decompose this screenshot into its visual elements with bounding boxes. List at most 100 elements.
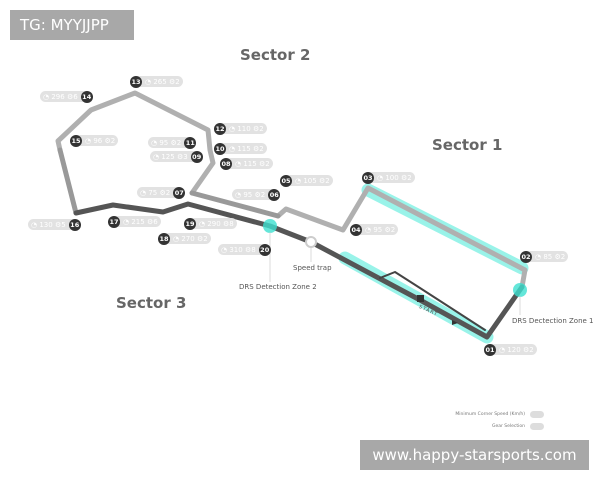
gear-icon: ⚙	[244, 245, 252, 254]
tag-label: TG: MYYJJPP	[10, 10, 134, 40]
speedometer-icon: ◔	[229, 144, 236, 153]
corner-12-label: 12◔ 110 ⚙2	[214, 122, 267, 135]
gear-icon: ⚙	[254, 190, 261, 199]
corner-17-label: 17◔ 215 ⚙6	[108, 215, 161, 228]
corner-speed: 120	[507, 345, 521, 354]
corner-gear: 6	[73, 92, 78, 101]
corner-number: 05	[280, 174, 292, 187]
speedometer-icon: ◔	[377, 173, 384, 182]
drs-zone-2-label: DRS Detection Zone 2	[239, 283, 317, 291]
sector-2-label: Sector 2	[240, 46, 311, 64]
corner-01-label: 01◔ 120 ⚙2	[484, 343, 537, 356]
sector-3-label: Sector 3	[116, 294, 187, 312]
corner-number: 18	[158, 232, 170, 245]
corner-number: 01	[484, 343, 496, 356]
gear-icon: ⚙	[252, 124, 260, 133]
corner-speed: 110	[237, 124, 251, 133]
speedometer-icon: ◔	[153, 152, 160, 161]
corner-gear: 8	[251, 245, 256, 254]
gear-icon: ⚙	[196, 234, 204, 243]
gear-icon: ⚙	[522, 345, 530, 354]
corner-02-label: 02◔ 85 ⚙2	[520, 250, 569, 263]
checkered-flag-icon	[417, 295, 424, 302]
corner-number: 20	[258, 243, 271, 256]
corner-03-label: 03◔ 100 ⚙2	[362, 171, 415, 184]
speedometer-icon: ◔	[199, 219, 206, 228]
corner-04-label: 04◔ 95 ⚙2	[350, 223, 399, 236]
corner-number: 06	[268, 188, 281, 201]
corner-speed: 310	[229, 245, 243, 254]
sector-1-label: Sector 1	[432, 136, 503, 154]
corner-gear: 3	[183, 152, 188, 161]
corner-number: 11	[184, 136, 197, 149]
corner-number: 19	[184, 217, 196, 230]
corner-number: 03	[362, 171, 374, 184]
corner-gear: 2	[407, 173, 412, 182]
speedometer-icon: ◔	[235, 159, 242, 168]
corner-gear: 2	[165, 188, 171, 197]
corner-speed: 95	[243, 190, 253, 199]
gear-icon: ⚙	[104, 136, 111, 145]
speedometer-icon: ◔	[173, 234, 180, 243]
speed-toggle[interactable]	[530, 411, 544, 418]
speedometer-icon: ◔	[499, 345, 506, 354]
corner-gear: 2	[529, 345, 534, 354]
corner-gear: 8	[229, 219, 234, 228]
corner-gear: 6	[153, 217, 158, 226]
corner-gear: 2	[259, 124, 264, 133]
corner-gear: 2	[560, 252, 566, 261]
corner-number: 04	[350, 223, 362, 236]
speedometer-icon: ◔	[365, 225, 372, 234]
corner-speed: 115	[243, 159, 257, 168]
corner-number: 08	[220, 157, 232, 170]
speedometer-icon: ◔	[295, 176, 302, 185]
corner-05-label: 05◔ 105 ⚙2	[280, 174, 333, 187]
gear-icon: ⚙	[170, 138, 177, 147]
gear-toggle[interactable]	[530, 423, 544, 430]
corner-speed: 215	[131, 217, 145, 226]
speedometer-icon: ◔	[151, 138, 158, 147]
corner-speed: 95	[373, 225, 383, 234]
corner-number: 14	[80, 90, 93, 103]
pit-lane	[379, 271, 486, 331]
gear-icon: ⚙	[252, 144, 260, 153]
gear-icon: ⚙	[384, 225, 391, 234]
corner-13-label: 13◔ 265 ⚙2	[130, 75, 183, 88]
corner-number: 16	[68, 218, 81, 231]
drs-zone-1-label: DRS Dectection Zone 1	[512, 317, 594, 325]
speedometer-icon: ◔	[85, 136, 92, 145]
corner-gear: 2	[265, 159, 270, 168]
corner-speed: 296	[51, 92, 65, 101]
corner-number: 13	[130, 75, 142, 88]
corner-gear: 2	[175, 77, 180, 86]
corner-speed: 270	[181, 234, 195, 243]
speedometer-icon: ◔	[229, 124, 236, 133]
gear-icon: ⚙	[258, 159, 266, 168]
gear-icon: ⚙	[400, 173, 408, 182]
corner-gear: 2	[260, 190, 266, 199]
speedometer-icon: ◔	[535, 252, 542, 261]
gear-icon: ⚙	[176, 152, 184, 161]
corner-number: 12	[214, 122, 226, 135]
speedometer-icon: ◔	[140, 188, 147, 197]
speed-trap-label: Speed trap	[293, 264, 332, 272]
corner-speed: 105	[303, 176, 317, 185]
track-mid	[57, 147, 281, 219]
corner-number: 17	[108, 215, 120, 228]
legend-gear: Gear Selection	[491, 424, 525, 429]
speedometer-icon: ◔	[145, 77, 152, 86]
corner-gear: 2	[176, 138, 182, 147]
corner-number: 02	[520, 250, 532, 263]
speedometer-icon: ◔	[235, 190, 242, 199]
corner-gear: 2	[110, 136, 116, 145]
corner-15-label: 15◔ 96 ⚙2	[70, 134, 119, 147]
corner-08-label: 08◔ 115 ⚙2	[220, 157, 273, 170]
gear-icon: ⚙	[222, 219, 230, 228]
corner-speed: 95	[159, 138, 169, 147]
track-light	[55, 90, 528, 290]
speedometer-icon: ◔	[31, 220, 38, 229]
